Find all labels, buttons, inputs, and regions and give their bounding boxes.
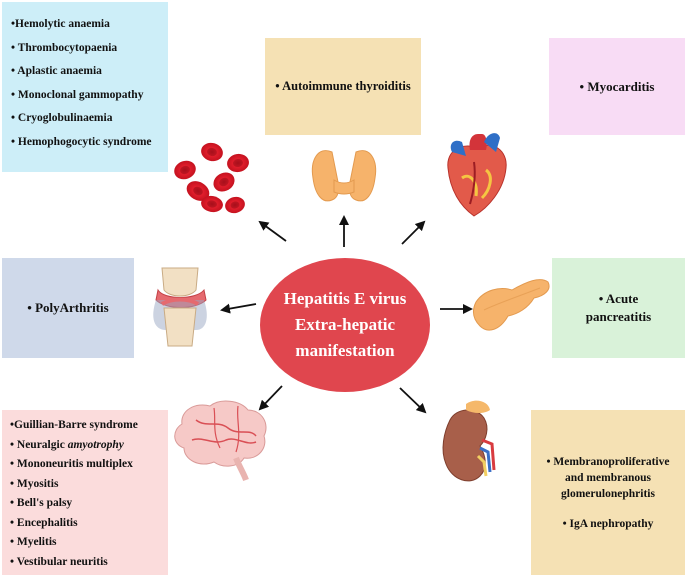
renal-box: • Membranoproliferative and membranous g…	[531, 410, 685, 575]
renal-label-line2: and membranous	[565, 471, 651, 484]
renal-label-line3: glomerulonephritis	[561, 487, 655, 500]
brain-icon	[174, 400, 267, 482]
hematologic-item: • Cryoglobulinaemia	[11, 112, 113, 124]
neuro-item: • Myositis	[10, 477, 59, 490]
arrows	[220, 215, 473, 414]
hematologic-list: •Hemolytic anaemia • Thrombocytopaenia •…	[11, 13, 168, 154]
neuro-item: • Bell's palsy	[10, 497, 73, 509]
thyroid-label: • Autoimmune thyroiditis	[275, 79, 411, 93]
pancreas-label-line1: • Acute	[598, 291, 639, 306]
renal-label-line4: • IgA nephropathy	[562, 517, 654, 530]
pancreas-label-line2: pancreatitis	[585, 309, 652, 324]
hub-line1: Hepatitis E virus	[283, 289, 407, 308]
neuro-item: • Vestibular neuritis	[10, 555, 108, 568]
knee-joint-icon	[153, 267, 207, 347]
hematologic-item: • Monoclonal gammopathy	[11, 88, 144, 101]
hematologic-item: • Hemophogocytic syndrome	[11, 135, 152, 148]
pancreas-box: • Acute pancreatitis	[552, 258, 685, 358]
kidney-icon	[442, 400, 496, 482]
joint-label: • PolyArthritis	[27, 300, 109, 315]
neuro-italic-term: amyotrophy	[67, 438, 124, 451]
hematologic-item: • Aplastic anaemia	[11, 65, 102, 77]
neuro-item: • Encephalitis	[10, 516, 78, 529]
hematologic-box: •Hemolytic anaemia • Thrombocytopaenia •…	[2, 2, 168, 172]
renal-label-line1: • Membranoproliferative	[546, 455, 670, 468]
arrow-to-blood	[258, 220, 287, 242]
neuro-item: • Mononeuritis multiplex	[10, 458, 133, 470]
hub-line2: Extra-hepatic	[294, 315, 396, 334]
hub-line3: manifestation	[295, 341, 395, 360]
neuro-item: •Guillian-Barre syndrome	[10, 419, 138, 431]
heart-icon	[447, 133, 507, 217]
thyroid-icon	[311, 150, 377, 202]
neuro-item: • Neuralgic amyotrophy	[10, 438, 124, 451]
arrow-to-kidney	[399, 387, 427, 414]
cardiac-box: • Myocarditis	[549, 38, 685, 135]
neuro-box: •Guillian-Barre syndrome • Neuralgic amy…	[2, 410, 168, 575]
cardiac-label: • Myocarditis	[579, 78, 655, 94]
central-hub: Hepatitis E virus Extra-hepatic manifest…	[260, 258, 430, 392]
arrow-to-joint	[220, 303, 257, 314]
hematologic-item: • Thrombocytopaenia	[11, 41, 118, 54]
hematologic-item: •Hemolytic anaemia	[11, 18, 110, 30]
thyroid-box: • Autoimmune thyroiditis	[265, 38, 421, 135]
joint-box: • PolyArthritis	[2, 258, 134, 358]
neuro-item: • Myelitis	[10, 536, 57, 548]
pancreas-icon	[472, 279, 550, 331]
neuro-list: •Guillian-Barre syndrome • Neuralgic amy…	[10, 416, 168, 572]
arrow-to-brain	[258, 385, 283, 411]
red-blood-cells-icon	[174, 142, 249, 214]
arrow-to-heart	[401, 220, 426, 245]
